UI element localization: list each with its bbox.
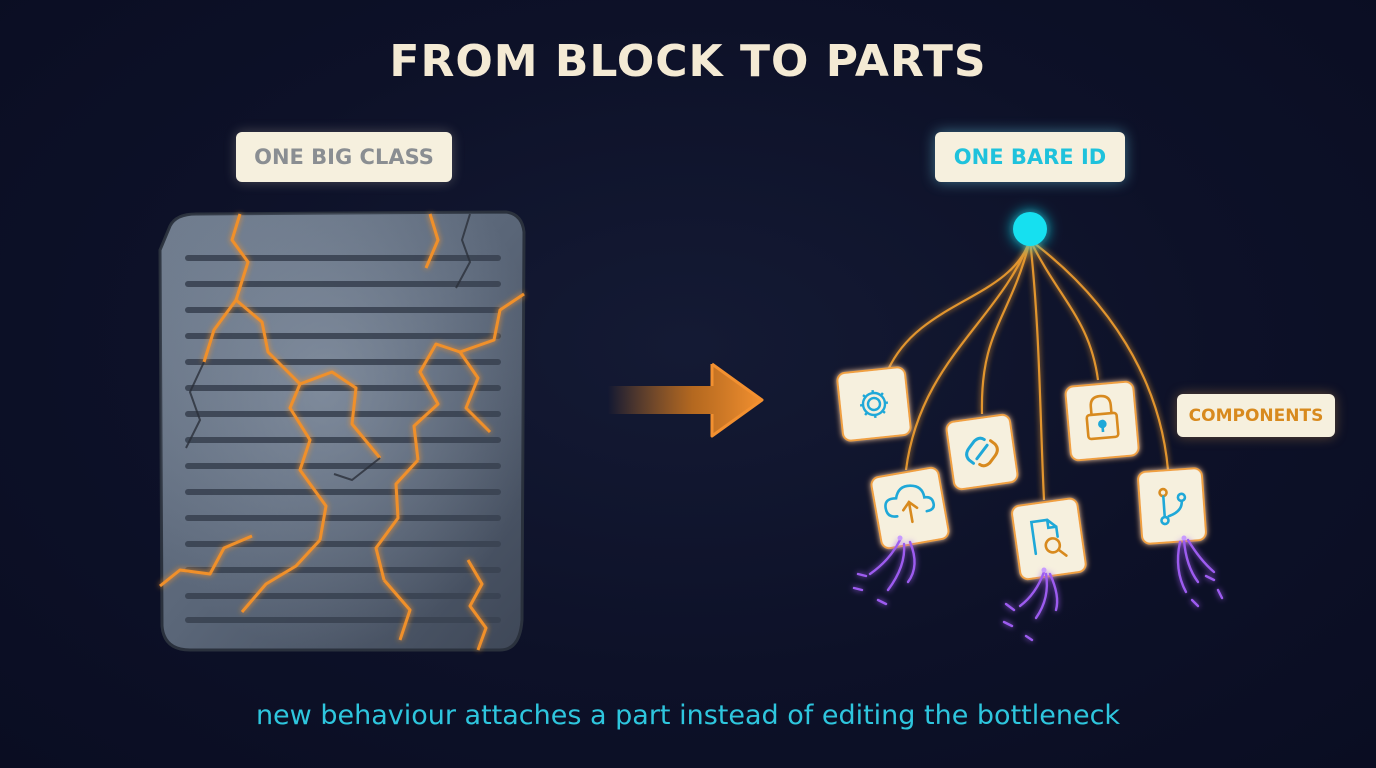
cloud-upload-icon [884,484,936,524]
block-cracks [159,213,525,651]
component-card-cloud [870,466,950,550]
document-search-icon [1029,518,1068,557]
id-connection-wires [887,239,1170,501]
components-label: COMPONENTS [1177,394,1335,437]
page-title: FROM BLOCK TO PARTS [389,36,987,87]
one-bare-id-label: ONE BARE ID [935,132,1125,182]
lock-icon [1085,394,1120,441]
component-card-gear [836,366,912,442]
block-code-lines [185,255,501,623]
purple-sparks [852,538,1224,642]
component-card-branch [1137,467,1207,545]
component-card-lock [1064,380,1140,462]
link-icon [965,436,999,468]
component-card-link [945,413,1019,491]
component-card-document [1011,497,1087,581]
caption: new behaviour attaches a part instead of… [255,700,1121,731]
one-big-class-label: ONE BIG CLASS [236,132,452,182]
right-arrow [608,364,762,436]
bare-id-node [1013,212,1047,246]
stone-block [158,210,526,652]
gear-icon [859,389,889,419]
branch-icon [1158,487,1187,526]
